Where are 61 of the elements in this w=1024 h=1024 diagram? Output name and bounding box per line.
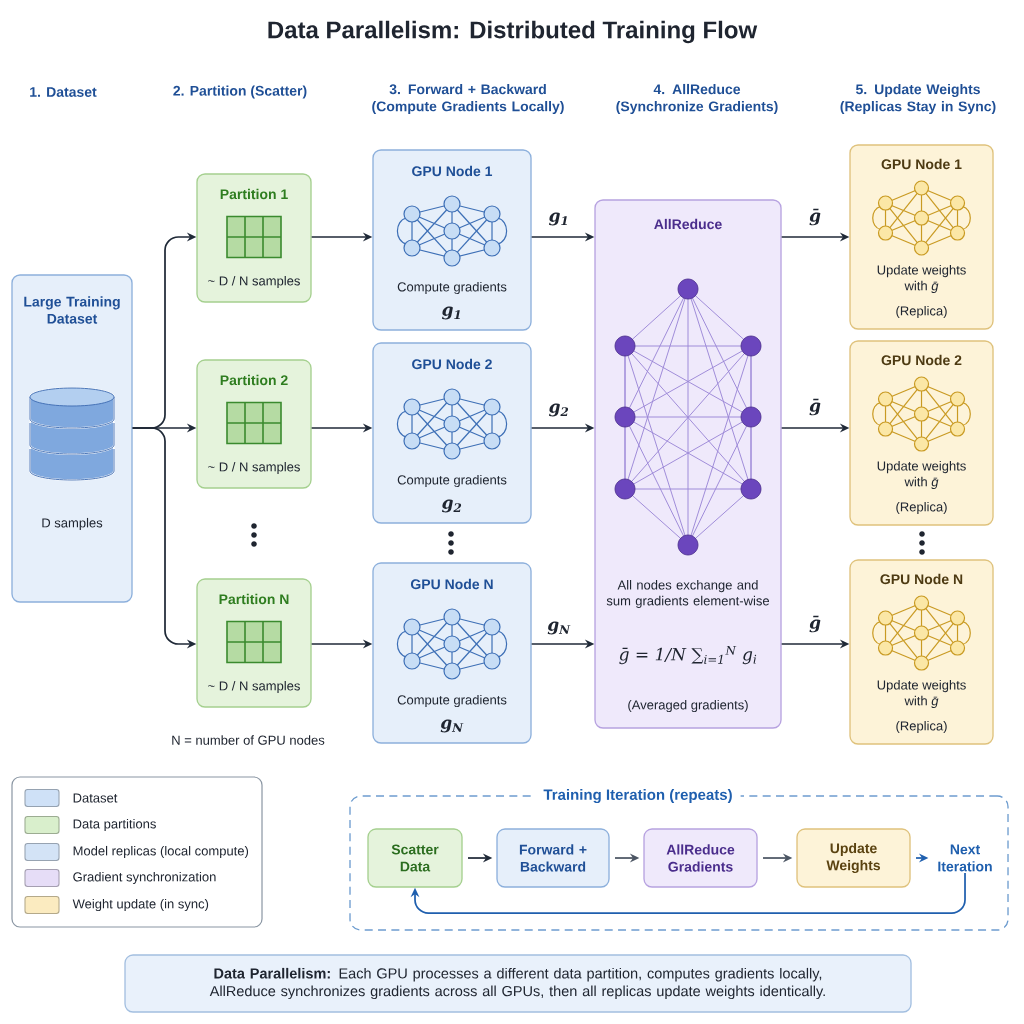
node-label: AllReduce [654,218,722,230]
node-label: D samples [42,517,103,531]
node-label: GPU Node N [880,573,963,585]
node-label: g$_{N}$ [440,719,464,733]
replica-box: GPU Node 1 Update weights with ḡ (Replica) [849,144,994,330]
gpu-node-box: GPU Node 1 Compute gradients g$_{1}$ [372,149,532,331]
gpu-node-box: GPU Node N Compute gradients g$_{N}$ [372,562,532,744]
node-label: All nodes exchange and sum gradients element-wise [606,580,770,608]
node-label: Update weights with ḡ [877,265,966,293]
note-text: N = number of GPU nodes [172,735,325,745]
node-label: ~ D / N samples [208,275,300,289]
title: Data Parallelism: Distributed Training Flow [268,20,758,44]
edge-label: ḡ [807,207,823,227]
legend-label: Data partitions [73,818,156,832]
legend-label: Model replicas (local compute) [73,845,249,859]
node-label: GPU Node 2 [881,354,962,366]
node-label: GPU Node 2 [412,358,492,370]
node-label: GPU Node 1 [412,165,493,177]
node-label: Compute gradients [397,281,507,295]
node-label: Partition 2 [220,374,288,386]
legend-label: Gradient synchronization [73,871,216,885]
step-box: AllReduce Gradients [643,828,758,888]
node-label: ḡ = 1/N ∑$_{i=1}$$^{N}$ g$_{i}$ [619,645,757,665]
column-heading: 1. Dataset [30,87,97,97]
node-label: g$_{1}$ [441,306,460,320]
node-label: (Replica) [896,501,947,515]
node-label: Update weights with ḡ [877,680,966,708]
column-heading: 3. Forward + Backward (Compute Gradients Locally) [372,83,564,115]
node-label: (Replica) [896,305,947,319]
node-label: (Replica) [896,720,947,734]
column-heading: 5. Update Weights (Replicas Stay in Sync) [840,83,996,115]
node-label: Compute gradients [397,694,507,708]
node-label: Large Training Dataset [24,296,120,324]
node-label: Update weights with ḡ [877,461,966,489]
node-label: GPU Node 1 [881,158,962,170]
replica-box: GPU Node N Update weights with ḡ (Replica) [849,559,994,745]
node-label: Compute gradients [397,474,507,488]
node-label: ~ D / N samples [208,461,300,475]
column-heading: 2. Partition (Scatter) [173,85,307,99]
step-box: Update Weights [796,828,911,888]
step-box: Forward + Backward [496,828,610,888]
edge-label: ḡ [807,397,823,417]
step-box: Scatter Data [367,828,463,888]
summary-box: Data Parallelism: Each GPU processes a different data partition, computes gradients locally, AllReduce synchronizes gradients across all GPUs, then all replicas update weights identically. [124,954,912,1013]
node-label: Partition N [219,593,289,605]
legend-label: Weight update (in sync) [72,898,209,912]
edge-label: g$_{1}$ [547,211,571,227]
step-label: Next Iteration [938,844,992,872]
edge-label: g$_{2}$ [547,402,571,418]
edge-label: ḡ [807,614,823,634]
column-heading: 4. AllReduce (Synchronize Gradients) [616,83,778,115]
node-label: (Averaged gradients) [628,699,748,713]
edge-label: g$_{N}$ [545,620,573,636]
replica-box: GPU Node 2 Update weights with ḡ (Replica) [849,340,994,526]
node-label: g$_{2}$ [441,499,462,513]
legend-label: Dataset [73,793,118,803]
node-label: Partition 1 [220,188,288,200]
node-label: GPU Node N [410,578,493,590]
gpu-node-box: GPU Node 2 Compute gradients g$_{2}$ [372,342,532,524]
arrow [410,872,966,914]
node-label: ~ D / N samples [208,680,300,694]
